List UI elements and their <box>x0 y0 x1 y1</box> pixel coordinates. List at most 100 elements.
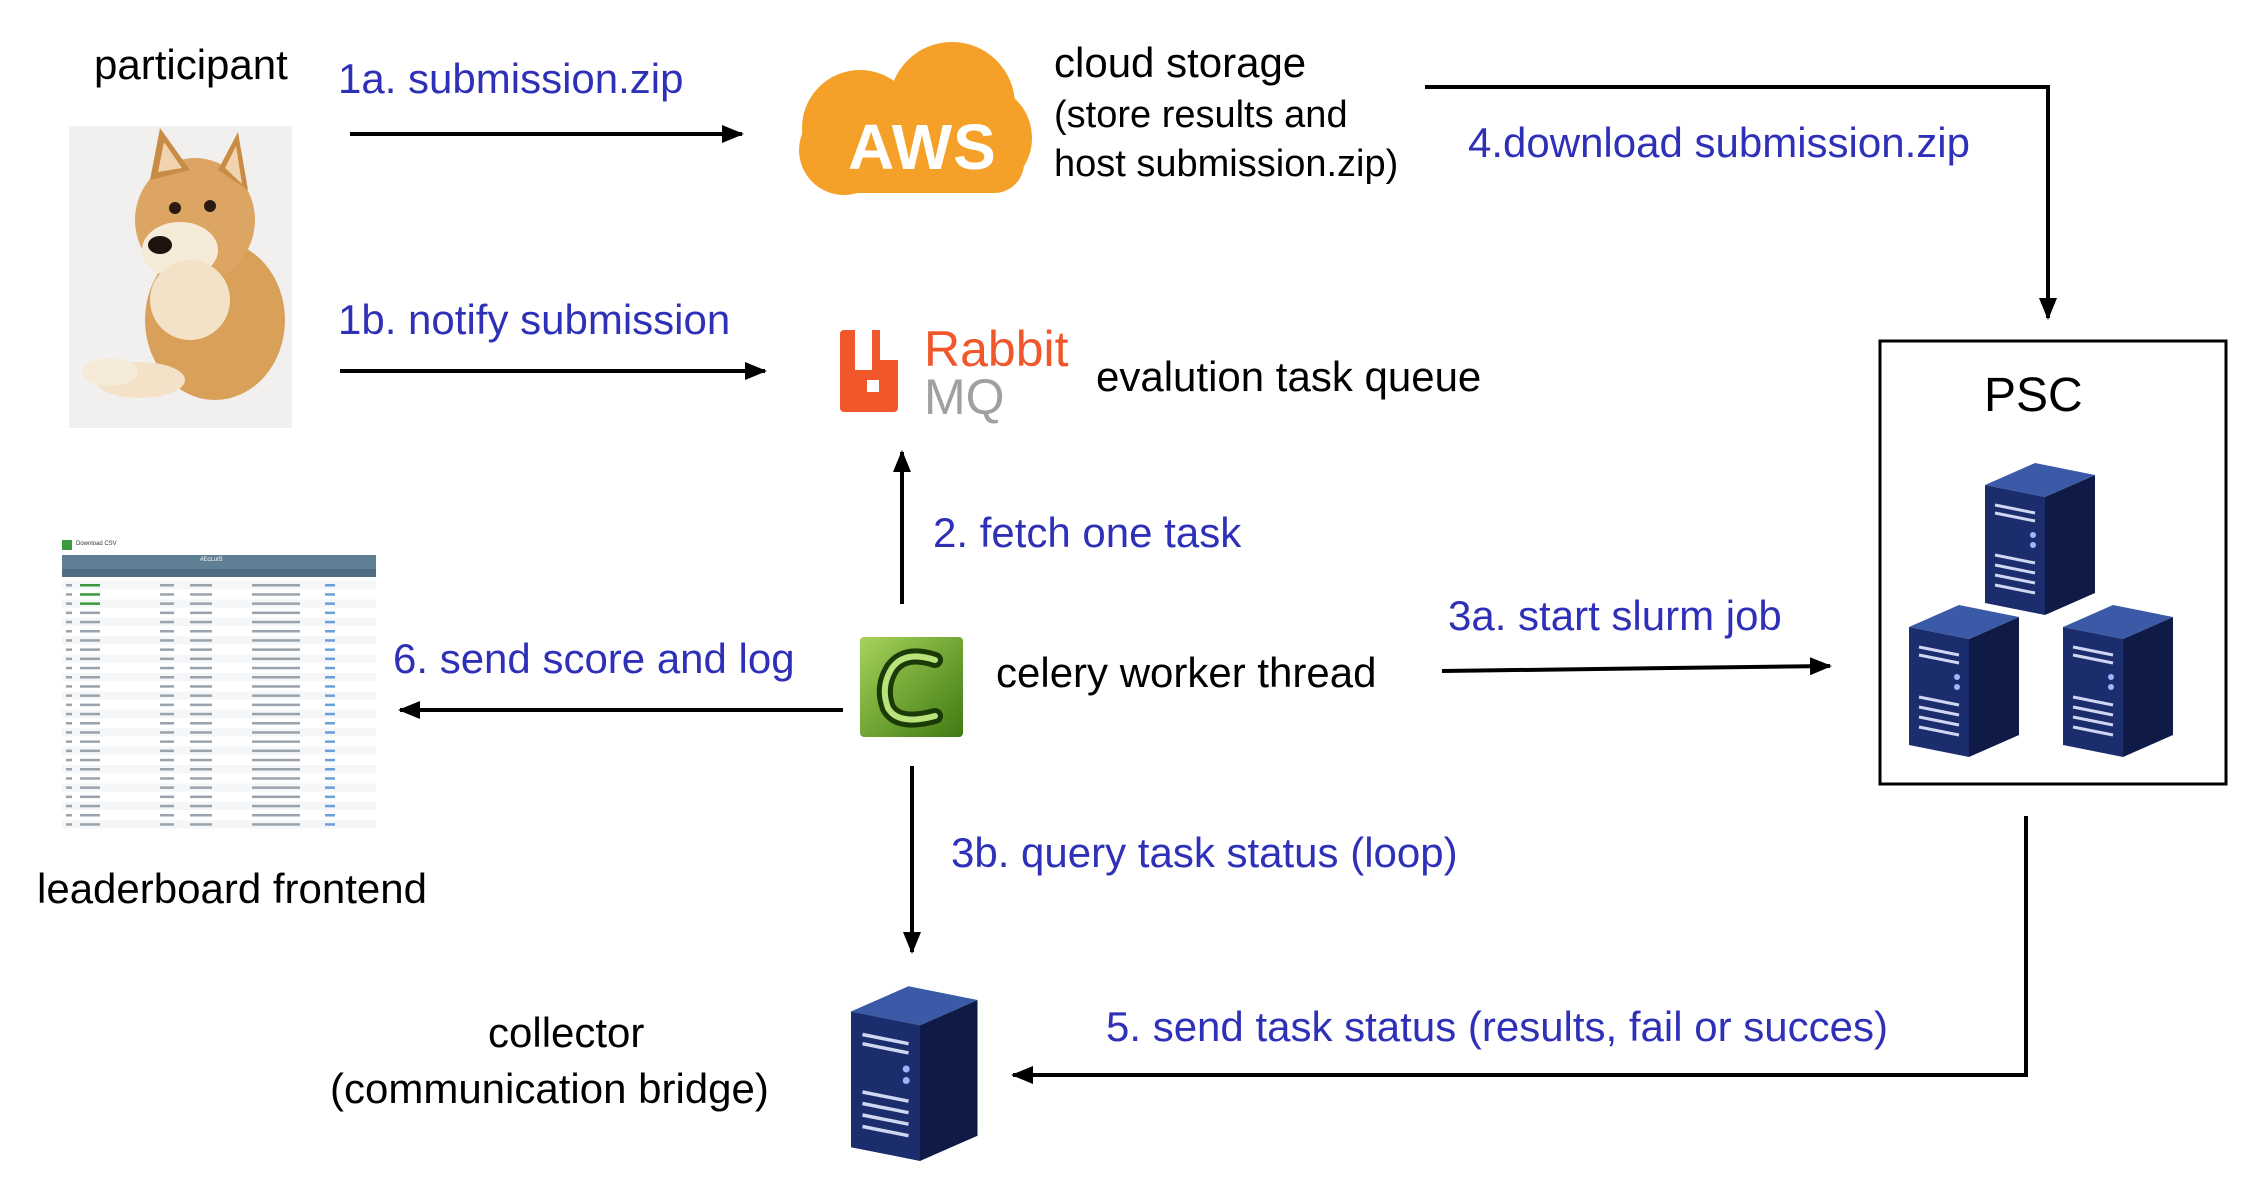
leaderboard-row <box>62 719 376 728</box>
cloud-storage-desc-1: (store results and <box>1054 94 1348 136</box>
leaderboard-cell <box>190 786 212 789</box>
leaderboard-cell <box>80 758 100 762</box>
leaderboard-cell <box>66 685 72 688</box>
leaderboard-cell <box>252 639 300 642</box>
leaderboard-cell <box>190 703 212 707</box>
leaderboard-label: leaderboard frontend <box>37 865 427 912</box>
leaderboard-cell <box>252 648 300 651</box>
leaderboard-cell <box>66 758 72 762</box>
leaderboard-cell <box>160 740 174 743</box>
leaderboard-cell <box>252 703 300 707</box>
leaderboard-row <box>62 801 376 810</box>
leaderboard-cell <box>160 768 174 771</box>
leaderboard-cell <box>80 768 100 771</box>
queue-label: evalution task queue <box>1096 353 1482 400</box>
leaderboard-cell <box>190 749 212 753</box>
celery-icon <box>860 637 963 737</box>
leaderboard-cell <box>325 685 335 688</box>
leaderboard-cell <box>66 602 72 605</box>
leaderboard-cell <box>160 593 174 596</box>
leaderboard-row <box>62 746 376 755</box>
leaderboard-cell <box>160 712 174 716</box>
leaderboard-row <box>62 663 376 672</box>
leaderboard-cell <box>325 639 335 642</box>
leaderboard-cell <box>325 786 335 789</box>
step-3a-label: 3a. start slurm job <box>1448 592 1782 639</box>
leaderboard-cell <box>80 795 100 799</box>
leaderboard-cell <box>325 814 335 817</box>
leaderboard-cell <box>252 777 300 780</box>
cloud-storage-title: cloud storage <box>1054 39 1307 86</box>
leaderboard-cell <box>80 777 100 780</box>
leaderboard-cell <box>190 611 212 615</box>
leaderboard-cell <box>190 777 212 780</box>
leaderboard-cell <box>190 814 212 817</box>
leaderboard-cell <box>160 648 174 651</box>
leaderboard-cell <box>160 657 174 661</box>
leaderboard-cell <box>66 584 72 587</box>
leaderboard-cell <box>325 657 335 661</box>
leaderboard-row <box>62 673 376 682</box>
leaderboard-row <box>62 590 376 599</box>
leaderboard-cell <box>160 694 174 697</box>
arrow-4 <box>1425 85 2057 320</box>
leaderboard-cell <box>160 749 174 753</box>
step-5-label: 5. send task status (results, fail or su… <box>1106 1003 1888 1050</box>
leaderboard-cell <box>252 593 300 596</box>
leaderboard-cell <box>325 611 335 615</box>
leaderboard-cell <box>325 676 335 679</box>
step-2-label: 2. fetch one task <box>933 509 1242 556</box>
leaderboard-cell <box>80 804 100 808</box>
leaderboard-cell <box>66 657 72 661</box>
leaderboard-cell <box>80 749 100 753</box>
leaderboard-cell <box>252 814 300 817</box>
leaderboard-cell <box>252 795 300 799</box>
leaderboard-cell <box>252 823 300 826</box>
leaderboard-cell <box>160 666 174 670</box>
leaderboard-cell <box>190 694 212 697</box>
leaderboard-cell <box>252 620 300 624</box>
leaderboard-cell <box>80 823 100 826</box>
rabbitmq-icon <box>840 330 898 412</box>
leaderboard-cell <box>190 804 212 808</box>
leaderboard-cell <box>252 768 300 771</box>
psc-box <box>1878 339 2228 786</box>
leaderboard-cell <box>252 749 300 753</box>
leaderboard-cell <box>190 795 212 799</box>
leaderboard-cell <box>66 786 72 789</box>
leaderboard-cell <box>252 657 300 661</box>
arrow-5 <box>1011 816 2028 1084</box>
leaderboard-cell <box>190 758 212 762</box>
step-3b-label: 3b. query task status (loop) <box>951 829 1458 876</box>
rabbitmq-text-rabbit: Rabbit <box>924 321 1069 377</box>
leaderboard-cell <box>66 620 72 624</box>
leaderboard-cell <box>252 685 300 688</box>
leaderboard-cell <box>66 648 72 651</box>
leaderboard-cell <box>80 648 100 651</box>
leaderboard-cell <box>190 602 212 605</box>
leaderboard-cell <box>80 694 100 697</box>
leaderboard-cell <box>325 731 335 734</box>
leaderboard-cell <box>252 602 300 605</box>
leaderboard-cell <box>66 611 72 615</box>
leaderboard-cell <box>160 630 174 633</box>
leaderboard-cell <box>80 740 100 743</box>
leaderboard-row <box>62 737 376 746</box>
leaderboard-cell <box>325 584 335 587</box>
leaderboard-cell <box>160 722 174 725</box>
leaderboard-cell <box>325 777 335 780</box>
leaderboard-cell <box>80 630 100 633</box>
leaderboard-cell <box>252 630 300 633</box>
cloud-storage-desc-2: host submission.zip) <box>1054 143 1399 185</box>
leaderboard-cell <box>252 786 300 789</box>
leaderboard-cell <box>160 814 174 817</box>
leaderboard-cell <box>190 722 212 725</box>
leaderboard-cell <box>190 584 212 587</box>
leaderboard-cell <box>80 611 100 615</box>
leaderboard-cell <box>252 712 300 716</box>
leaderboard-cell <box>80 657 100 661</box>
leaderboard-row <box>62 608 376 617</box>
leaderboard-cell <box>160 611 174 615</box>
leaderboard-cell <box>252 722 300 725</box>
leaderboard-cell <box>160 703 174 707</box>
